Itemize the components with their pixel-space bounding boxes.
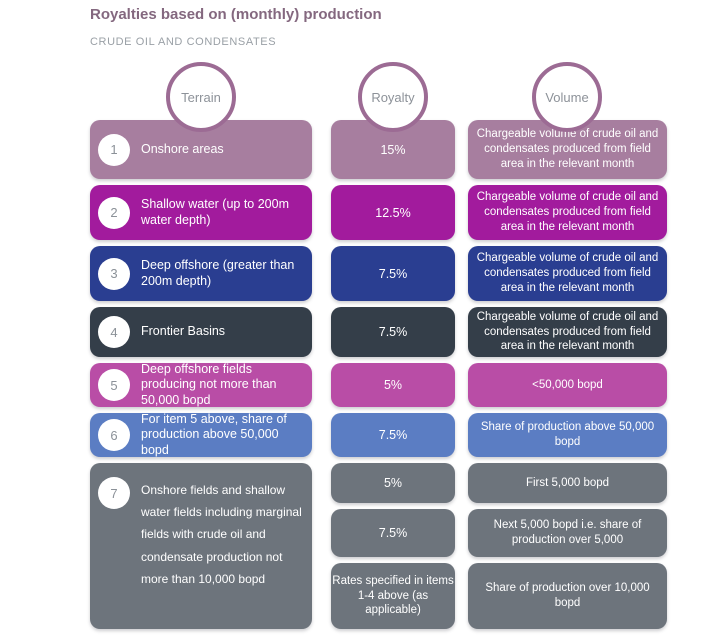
page-subtitle: CRUDE OIL AND CONDENSATES <box>90 36 277 48</box>
terrain-box: 7 Onshore fields and shallow water field… <box>90 463 312 629</box>
royalty-box: 7.5% <box>331 413 455 457</box>
terrain-label: For item 5 above, share of production ab… <box>141 411 287 457</box>
volume-text: Share of production above 50,000 bopd <box>480 421 655 448</box>
volume-text: Chargeable volume of crude oil and conde… <box>476 128 659 170</box>
volume-box: Next 5,000 bopd i.e. share of production… <box>468 509 667 557</box>
royalty-box: 5% <box>331 363 455 407</box>
terrain-label: Shallow water (up to 200m water depth) <box>141 196 289 227</box>
table-row: 4 Frontier Basins 7.5% Chargeable volume… <box>90 307 724 357</box>
volume-text: Chargeable volume of crude oil and conde… <box>476 252 659 294</box>
terrain-label: Deep offshore fields producing not more … <box>141 361 277 407</box>
volume-text: Chargeable volume of crude oil and conde… <box>476 191 659 233</box>
royalty-table: 1 Onshore areas 15% Chargeable volume of… <box>90 120 724 629</box>
column-header-terrain-circle: Terrain <box>166 62 236 132</box>
royalty-value: Rates specified in items 1-4 above (as a… <box>332 574 454 617</box>
terrain-box: 5 Deep offshore fields producing not mor… <box>90 361 312 407</box>
volume-subcolumn: First 5,000 bopd Next 5,000 bopd i.e. sh… <box>468 463 667 629</box>
royalty-value: 5% <box>383 476 403 490</box>
royalty-box: 7.5% <box>331 246 455 301</box>
royalty-box: 5% <box>331 463 455 503</box>
table-row: 6 For item 5 above, share of production … <box>90 411 724 457</box>
row-number-badge: 1 <box>98 133 130 166</box>
terrain-box: 4 Frontier Basins <box>90 307 312 357</box>
royalty-value: 7.5% <box>378 428 408 442</box>
royalty-value: 12.5% <box>375 205 411 220</box>
royalty-box: 7.5% <box>331 307 455 357</box>
terrain-label: Frontier Basins <box>141 324 226 339</box>
row-number-badge: 2 <box>98 196 130 229</box>
terrain-label: Onshore fields and shallow water fields … <box>141 483 302 586</box>
royalty-box: Rates specified in items 1-4 above (as a… <box>331 563 455 629</box>
table-row: 2 Shallow water (up to 200m water depth)… <box>90 185 724 240</box>
row-number-badge: 6 <box>98 419 130 451</box>
column-header-terrain-label: Terrain <box>181 89 221 105</box>
royalty-box: 7.5% <box>331 509 455 557</box>
row-number-badge: 3 <box>98 257 130 290</box>
row-number-badge: 7 <box>98 477 130 509</box>
table-row: 3 Deep offshore (greater than 200m depth… <box>90 246 724 301</box>
terrain-box: 6 For item 5 above, share of production … <box>90 411 312 457</box>
terrain-label: Onshore areas <box>141 141 224 156</box>
terrain-box: 3 Deep offshore (greater than 200m depth… <box>90 246 312 301</box>
royalty-value: 7.5% <box>378 526 408 540</box>
column-header-royalty-circle: Royalty <box>358 62 428 132</box>
royalty-value: 7.5% <box>378 325 408 339</box>
volume-text: Chargeable volume of crude oil and conde… <box>476 310 659 353</box>
volume-box: Chargeable volume of crude oil and conde… <box>468 246 667 301</box>
royalty-value: 5% <box>383 378 403 392</box>
volume-text: <50,000 bopd <box>532 378 603 391</box>
page-title: Royalties based on (monthly) production <box>90 6 382 23</box>
volume-box: Share of production over 10,000 bopd <box>468 563 667 629</box>
table-row: 7 Onshore fields and shallow water field… <box>90 463 724 629</box>
royalty-box: 12.5% <box>331 185 455 240</box>
terrain-label: Deep offshore (greater than 200m depth) <box>141 257 295 288</box>
volume-box: <50,000 bopd <box>468 363 667 407</box>
volume-box: Chargeable volume of crude oil and conde… <box>468 185 667 240</box>
row-number-badge: 4 <box>98 316 130 348</box>
royalty-value: 7.5% <box>378 266 408 281</box>
volume-box: Share of production above 50,000 bopd <box>468 413 667 457</box>
volume-text: First 5,000 bopd <box>525 476 610 489</box>
terrain-box: 2 Shallow water (up to 200m water depth) <box>90 185 312 240</box>
volume-box: Chargeable volume of crude oil and conde… <box>468 307 667 357</box>
table-row: 5 Deep offshore fields producing not mor… <box>90 361 724 407</box>
volume-text: Share of production over 10,000 bopd <box>485 582 650 609</box>
row-number-badge: 5 <box>98 369 130 401</box>
royalty-value: 15% <box>380 142 406 157</box>
volume-text: Next 5,000 bopd i.e. share of production… <box>493 519 642 546</box>
column-header-volume-circle: Volume <box>532 62 602 132</box>
royalty-subcolumn: 5% 7.5% Rates specified in items 1-4 abo… <box>331 463 468 629</box>
column-header-volume-label: Volume <box>545 89 589 105</box>
volume-box: First 5,000 bopd <box>468 463 667 503</box>
column-headers: Terrain Royalty Volume <box>90 62 724 132</box>
column-header-royalty-label: Royalty <box>371 89 415 105</box>
